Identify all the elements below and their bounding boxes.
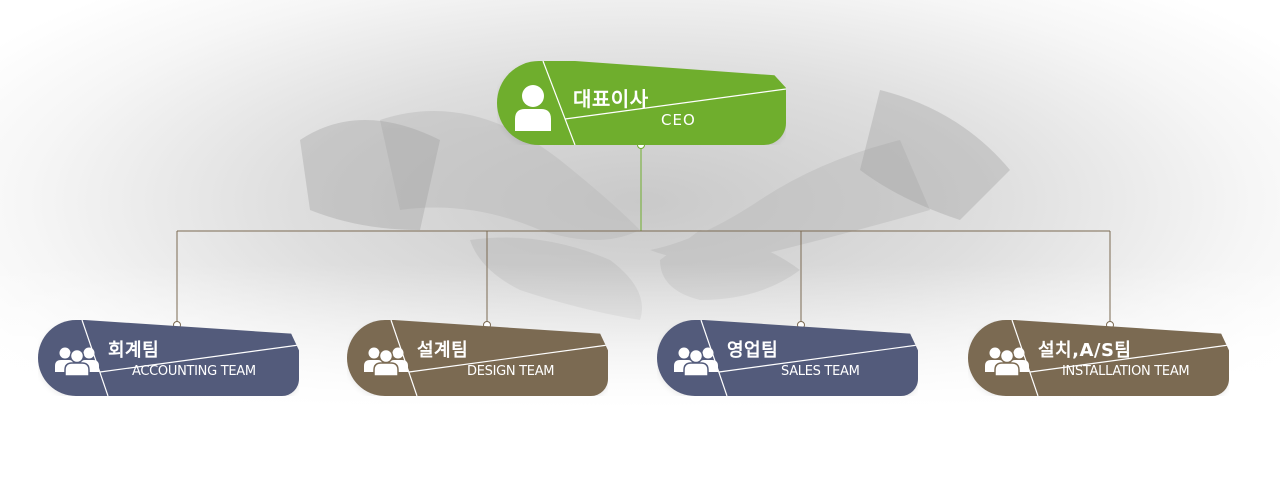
team-name-korean: 영업팀: [727, 340, 779, 361]
team-name-english: DESIGN TEAM: [467, 364, 555, 379]
group-icon: [55, 347, 99, 376]
ceo-title-english: CEO: [661, 111, 696, 129]
team-name-korean: 설계팀: [417, 340, 469, 361]
team-name-korean: 회계팀: [108, 340, 160, 361]
team-name-english: ACCOUNTING TEAM: [132, 364, 256, 379]
team-name-english: SALES TEAM: [781, 364, 860, 379]
group-icon: [985, 347, 1029, 376]
node-divider: [81, 320, 299, 396]
ceo-title-korean: 대표이사: [573, 87, 649, 111]
team-name-korean: 설치,A/S팀: [1038, 340, 1132, 361]
node-divider: [542, 61, 786, 145]
team-node-accounting: 회계팀 ACCOUNTING TEAM: [38, 320, 299, 396]
group-icon: [364, 347, 408, 376]
node-divider: [1011, 320, 1229, 396]
team-node-sales: 영업팀 SALES TEAM: [657, 320, 918, 396]
group-icon: [674, 347, 718, 376]
team-node-design: 설계팀 DESIGN TEAM: [347, 320, 608, 396]
person-icon: [515, 85, 551, 131]
node-divider: [390, 320, 608, 396]
ceo-node: 대표이사 CEO: [497, 61, 786, 145]
team-node-installation: 설치,A/S팀 INSTALLATION TEAM: [968, 320, 1229, 396]
node-divider: [700, 320, 918, 396]
team-name-english: INSTALLATION TEAM: [1062, 364, 1190, 379]
